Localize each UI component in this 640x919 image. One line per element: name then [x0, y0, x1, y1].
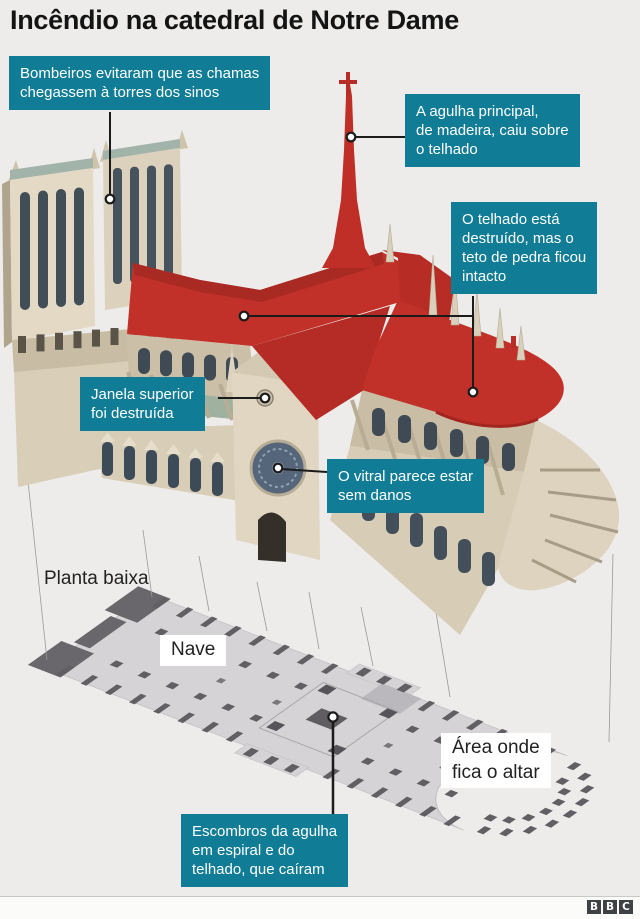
marker-debris: [327, 711, 339, 723]
apse-ridge-finial: [511, 336, 516, 348]
footer-divider: [0, 896, 640, 897]
tower-window-slits: [20, 164, 173, 310]
footer-strip: [0, 897, 640, 919]
callout-stained-glass: O vitral parece estar sem danos: [327, 459, 485, 514]
apse-roof-rim-red: [435, 410, 539, 428]
altar-label: Área onde fica o altar: [441, 733, 551, 789]
marker-choir-roof: [467, 386, 479, 398]
plan-west-tower: [27, 640, 95, 678]
bbc-logo-letter: B: [603, 900, 617, 914]
plan-debris-area: [305, 708, 348, 730]
callout-debris: Escombros da agulha em espiral e do telh…: [181, 814, 349, 888]
apse-buttresses: [531, 468, 619, 584]
plan-west-portal: [73, 616, 127, 649]
plan-leader-lines: [26, 471, 614, 743]
nave-roof-red-shade: [133, 252, 384, 302]
callout-bell-towers: Bombeiros evitaram que as chamas chegass…: [9, 56, 271, 111]
transept-portal: [258, 512, 286, 562]
marker-nave-roof: [238, 310, 250, 322]
floor-plan-title: Planta baixa: [44, 568, 149, 589]
spire-red: [322, 72, 376, 268]
marker-upper-window: [259, 392, 271, 404]
bell-towers: [2, 130, 188, 348]
marker-stained-glass: [272, 462, 284, 474]
marker-bell-towers: [104, 193, 116, 205]
callout-markers: [104, 131, 479, 723]
plan-shaded-area: [360, 683, 422, 714]
bbc-logo-letter: B: [587, 900, 601, 914]
choir-windows: [338, 408, 515, 586]
fire-roof-highlight: [127, 72, 564, 428]
floor-plan-outline: [44, 593, 568, 831]
choir-roof-red: [362, 300, 564, 427]
apse: [498, 420, 620, 591]
connector-stained-glass: [280, 468, 328, 473]
callout-upper-window: Janela superior foi destruída: [80, 377, 205, 432]
nave-label: Nave: [160, 635, 227, 666]
plan-crossing-outline: [258, 681, 399, 758]
bbc-logo: B B C: [587, 900, 633, 914]
plan-west-tower: [104, 586, 171, 623]
callout-connectors: [109, 112, 474, 815]
spire-cross-arm: [339, 80, 357, 84]
roof-pinnacles: [385, 223, 526, 361]
bbc-logo-letter: C: [619, 900, 633, 914]
page-title: Incêndio na catedral de Notre Dame: [10, 5, 459, 35]
south-transept-roof-red: [252, 306, 390, 420]
callout-spire: A agulha principal, de madeira, caiu sob…: [405, 94, 580, 168]
callout-roof: O telhado está destruído, mas o teto de …: [451, 202, 598, 295]
marker-spire: [345, 131, 357, 143]
